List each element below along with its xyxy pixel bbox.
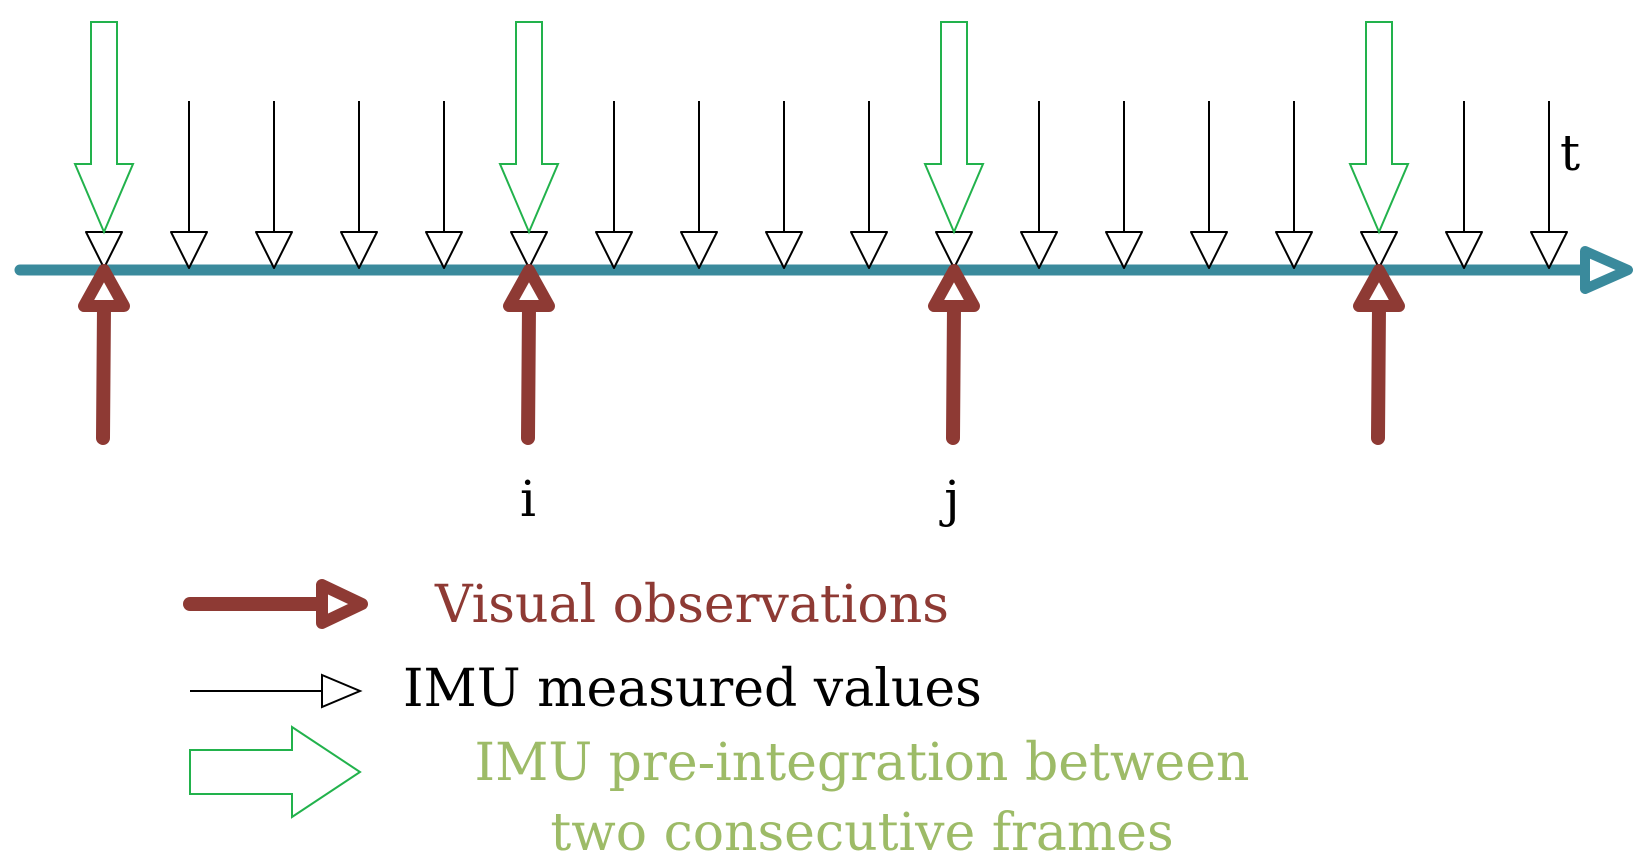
imu-sample-arrow — [765, 101, 803, 269]
visual-observation-arrow — [1353, 264, 1405, 445]
imu-sample-arrow — [1275, 101, 1313, 269]
preintegration-arrow — [923, 21, 985, 235]
legend-visual-label: Visual observations — [434, 575, 949, 635]
imu-sample-arrow — [1360, 231, 1398, 269]
preintegration-arrow — [1348, 21, 1410, 235]
imu-sample-arrow — [1020, 101, 1058, 269]
imu-sample-arrow — [1530, 101, 1568, 269]
imu-sample-arrow — [850, 101, 888, 269]
legend-imu-symbol — [190, 673, 363, 709]
legend-visual-symbol — [183, 579, 368, 629]
frame-label-j: j — [939, 470, 960, 528]
imu-sample-arrow — [1445, 101, 1483, 269]
imu-sample-arrow — [1190, 101, 1228, 269]
legend-preint-label-line1: IMU pre-integration between — [475, 733, 1250, 793]
visual-observation-arrow — [78, 264, 130, 445]
imu-sample-arrow — [680, 101, 718, 269]
time-axis-label: t — [1560, 124, 1580, 182]
imu-sample-arrow — [340, 101, 378, 269]
visual-observation-arrow — [503, 264, 555, 445]
time-axis: t — [14, 124, 1633, 294]
visual-observations — [78, 264, 1405, 445]
imu-sample-arrow — [85, 231, 123, 269]
imu-sample-arrow — [170, 101, 208, 269]
visual-observation-arrow — [928, 264, 980, 445]
legend: Visual observations IMU measured values … — [183, 575, 1250, 863]
preintegration-arrow — [498, 21, 560, 235]
imu-sample-arrow — [425, 101, 463, 269]
imu-sample-arrow — [255, 101, 293, 269]
imu-sample-arrow — [1105, 101, 1143, 269]
legend-imu-label: IMU measured values — [403, 659, 982, 719]
imu-sample-arrow — [510, 231, 548, 269]
legend-preint-label-line2: two consecutive frames — [550, 803, 1173, 863]
imu-samples — [85, 101, 1568, 269]
preintegration-markers — [73, 21, 1410, 235]
legend-preint-symbol — [189, 725, 362, 819]
imu-sample-arrow — [935, 231, 973, 269]
preintegration-arrow — [73, 21, 135, 235]
imu-sample-arrow — [595, 101, 633, 269]
time-axis-arrowhead — [1580, 246, 1633, 294]
frame-label-i: i — [520, 470, 536, 528]
